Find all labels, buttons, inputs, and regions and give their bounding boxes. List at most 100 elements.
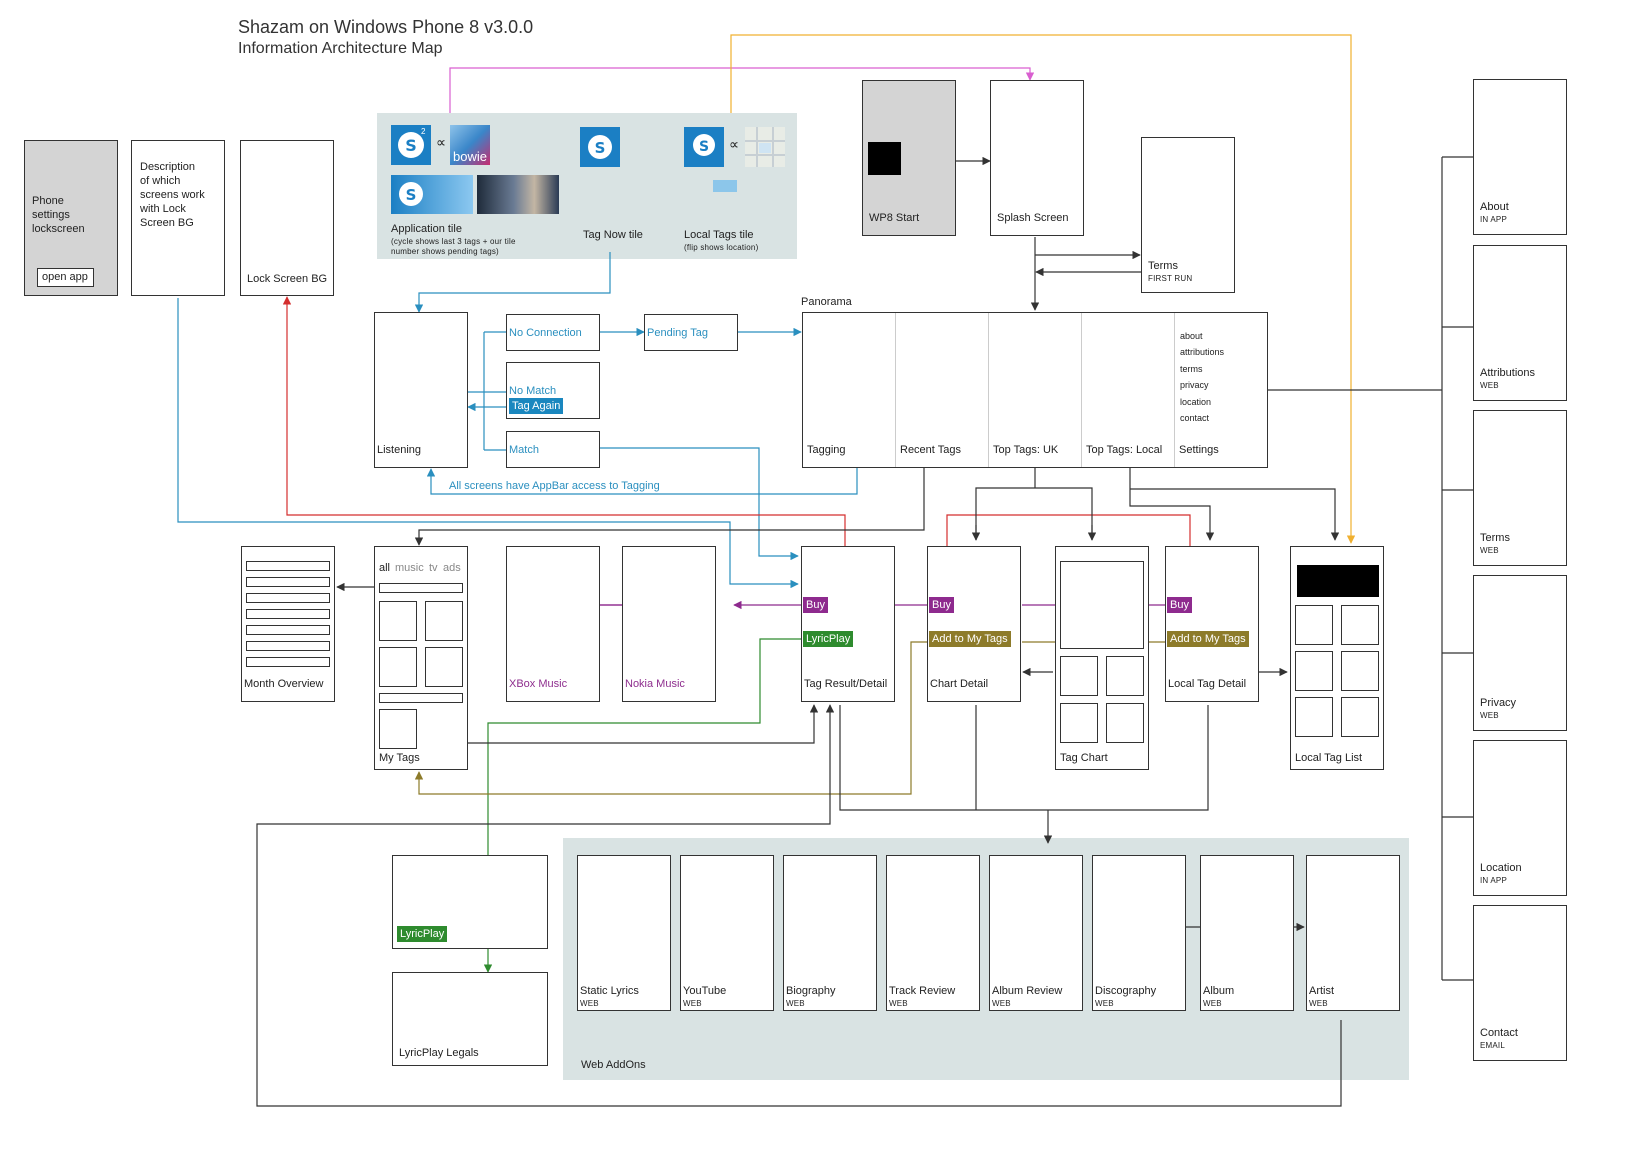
svg-text:S: S (405, 136, 417, 155)
panorama-divider-2 (988, 313, 989, 467)
settings-contact-box: Contact EMAIL (1473, 905, 1567, 1061)
my-tags-row[interactable] (379, 693, 463, 703)
local-tags-tile-note: (flip shows location) (684, 243, 759, 252)
local-tag-tile[interactable] (1341, 697, 1379, 737)
panorama-top-tags-local[interactable]: Top Tags: Local (1086, 444, 1163, 456)
web-album-box: Album WEB (1200, 855, 1294, 1011)
panorama-divider-1 (895, 313, 896, 467)
lyricplay-legals-box: LyricPlay Legals (392, 972, 548, 1066)
lyricplay-button[interactable]: LyricPlay (803, 631, 854, 647)
web-artist-sub: WEB (1309, 999, 1328, 1008)
tag-chart-tile[interactable] (1106, 703, 1144, 743)
buy-button[interactable]: Buy (803, 597, 828, 613)
lyricplay-screen-button[interactable]: LyricPlay (397, 926, 448, 942)
my-tags-box: all music tv ads My Tags (374, 546, 468, 770)
description-line-2: of which (140, 175, 181, 187)
shazam-app-tile-icon: S 2 (391, 125, 431, 165)
tag-result-box: Buy LyricPlay Tag Result/Detail (801, 546, 895, 702)
my-tags-tile[interactable] (379, 647, 417, 687)
tag-now-tile-icon: S (580, 127, 620, 167)
settings-menu-attributions[interactable]: attributions (1180, 347, 1225, 357)
my-tags-row[interactable] (379, 583, 463, 593)
settings-location-sub: IN APP (1480, 876, 1507, 885)
settings-menu-terms[interactable]: terms (1180, 364, 1203, 374)
no-connection-box: No Connection (506, 314, 600, 351)
my-tags-tile[interactable] (379, 601, 417, 641)
my-tags-tile[interactable] (425, 647, 463, 687)
settings-menu-about[interactable]: about (1180, 331, 1203, 341)
local-tag-tile[interactable] (1295, 651, 1333, 691)
local-tags-tile-icon: S (684, 127, 724, 167)
lock-screen-bg-box: Lock Screen BG (240, 140, 334, 296)
settings-privacy-sub: WEB (1480, 711, 1499, 720)
filter-tv[interactable]: tv (429, 562, 438, 574)
pending-tag-label: Pending Tag (647, 327, 708, 339)
tag-chart-box: Tag Chart (1055, 546, 1149, 770)
app-tile-label: Application tile (391, 223, 462, 235)
open-app-button[interactable]: open app (37, 268, 94, 287)
panorama-divider-3 (1081, 313, 1082, 467)
local-tag-tile[interactable] (1341, 651, 1379, 691)
app-tile-note-2: number shows pending tags) (391, 247, 499, 256)
local-detail-add-to-my-tags-button[interactable]: Add to My Tags (1167, 631, 1249, 647)
chart-detail-add-to-my-tags-button[interactable]: Add to My Tags (929, 631, 1011, 647)
filter-ads[interactable]: ads (443, 562, 461, 574)
filter-all[interactable]: all (379, 562, 391, 574)
my-tags-tile[interactable] (425, 601, 463, 641)
svg-text:S: S (595, 139, 606, 157)
tag-chart-tile[interactable] (1106, 656, 1144, 696)
terms-first-run-sub: FIRST RUN (1148, 274, 1193, 283)
filter-music[interactable]: music (395, 562, 424, 574)
local-tag-detail-box: Buy Add to My Tags Local Tag Detail (1165, 546, 1259, 702)
local-detail-buy-button[interactable]: Buy (1167, 597, 1192, 613)
settings-terms-sub: WEB (1480, 546, 1499, 555)
panorama-top-tags-uk[interactable]: Top Tags: UK (993, 444, 1059, 456)
web-album-review-label: Album Review (992, 985, 1063, 997)
panorama-settings[interactable]: Settings (1179, 444, 1219, 456)
phone-settings-label-3: lockscreen (32, 223, 85, 235)
bowie-label: bowie (453, 149, 487, 164)
listening-box: Listening (374, 312, 468, 468)
local-tag-list-label: Local Tag List (1295, 752, 1363, 764)
settings-attributions-label: Attributions (1480, 367, 1536, 379)
month-row (246, 657, 330, 667)
chart-detail-buy-button[interactable]: Buy (929, 597, 954, 613)
panorama-recent-tags[interactable]: Recent Tags (900, 444, 961, 456)
local-tag-tile[interactable] (1295, 605, 1333, 645)
settings-terms-box: Terms WEB (1473, 410, 1567, 566)
panorama-label: Panorama (801, 296, 852, 308)
page-subtitle: Information Architecture Map (238, 40, 443, 57)
web-album-review-sub: WEB (992, 999, 1011, 1008)
local-map-header (1297, 565, 1379, 597)
listening-label: Listening (377, 444, 422, 456)
nokia-music-label: Nokia Music (625, 678, 685, 690)
description-line-1: Description (140, 161, 196, 173)
tag-chart-tile[interactable] (1060, 656, 1098, 696)
local-tag-tile[interactable] (1295, 697, 1333, 737)
my-tags-tile[interactable] (379, 709, 417, 749)
propto-symbol: ∝ (436, 134, 447, 150)
panorama-tagging[interactable]: Tagging (807, 444, 846, 456)
wp8-start-box: WP8 Start (862, 80, 956, 236)
local-tag-tile[interactable] (1341, 605, 1379, 645)
xbox-music-label: XBox Music (509, 678, 568, 690)
local-propto-symbol: ∝ (729, 136, 740, 152)
settings-menu-contact[interactable]: contact (1180, 413, 1210, 423)
panorama-box: Tagging Recent Tags Top Tags: UK Top Tag… (802, 312, 1268, 468)
settings-menu-location[interactable]: location (1180, 397, 1212, 407)
web-artist-box: Artist WEB (1306, 855, 1400, 1011)
page-title: Shazam on Windows Phone 8 v3.0.0 (238, 17, 534, 37)
match-box: Match (506, 431, 600, 468)
tag-chart-tile[interactable] (1060, 703, 1098, 743)
web-artist-label: Artist (1309, 985, 1335, 997)
web-discography-sub: WEB (1095, 999, 1114, 1008)
settings-terms-label: Terms (1480, 532, 1510, 544)
tag-chart-hero[interactable] (1060, 561, 1144, 649)
settings-privacy-box: Privacy WEB (1473, 575, 1567, 731)
tag-now-tile-label: Tag Now tile (583, 229, 643, 241)
settings-attributions-box: Attributions WEB (1473, 245, 1567, 401)
tag-again-button[interactable]: Tag Again (509, 398, 564, 414)
settings-menu-privacy[interactable]: privacy (1180, 380, 1209, 390)
